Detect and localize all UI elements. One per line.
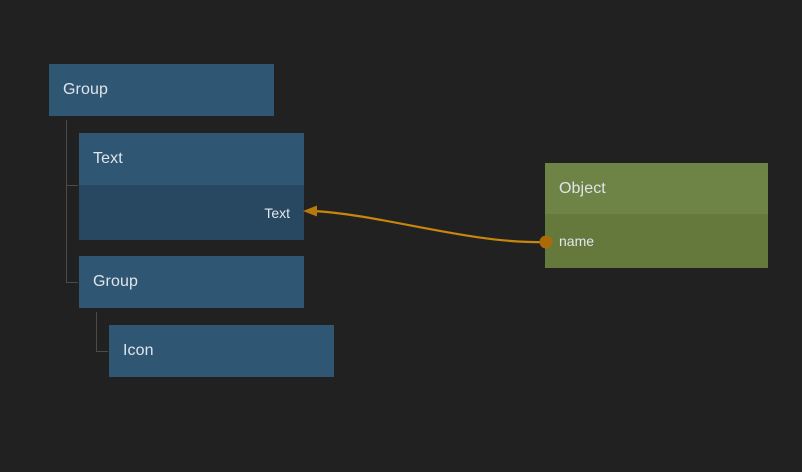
node-title: Group (49, 64, 274, 116)
tree-connector-stub-icon (96, 351, 108, 352)
node-icon[interactable]: Icon (109, 325, 334, 377)
tree-connector-trunk-level2 (96, 312, 97, 351)
edge-name-to-text[interactable] (310, 209, 547, 244)
edge-arrowhead-icon (303, 205, 317, 217)
tree-connector-stub-text (66, 185, 78, 186)
node-title: Icon (109, 325, 334, 377)
node-object[interactable]: Object name (545, 163, 768, 268)
node-title: Object (545, 163, 768, 214)
tree-connector-stub-group-child (66, 282, 78, 283)
node-group-root[interactable]: Group (49, 64, 274, 116)
node-group-child[interactable]: Group (79, 256, 304, 308)
tree-connector-trunk-level1 (66, 120, 67, 282)
node-title: Group (79, 256, 304, 308)
node-title: Text (79, 133, 304, 185)
node-text[interactable]: Text Text (79, 133, 304, 240)
node-port-row-name[interactable]: name (545, 214, 768, 268)
node-port-row-text[interactable]: Text (79, 185, 304, 240)
